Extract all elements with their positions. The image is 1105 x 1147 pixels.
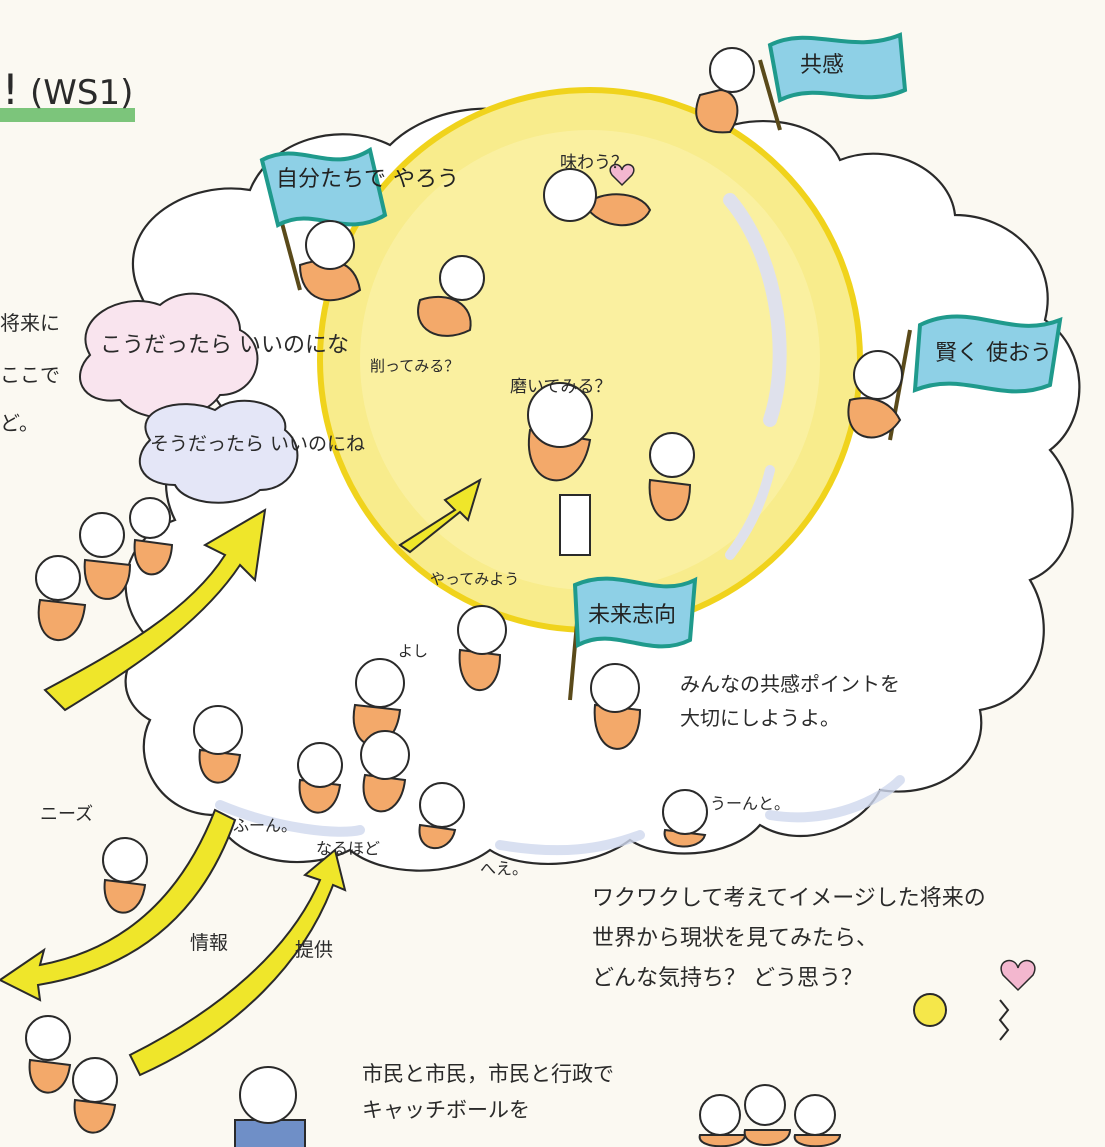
flag-1: 自分たちで やろう — [259, 146, 459, 291]
figure-helper — [648, 432, 695, 522]
figure-arrow-group-1 — [35, 555, 87, 642]
label-needs: ニーズ — [40, 804, 94, 825]
figures — [25, 47, 903, 1147]
figure-narrator — [234, 1066, 306, 1147]
figure-bottom-right-1 — [698, 1094, 747, 1147]
caption-bottom-1: 市民と市民，市民と行政で — [362, 1062, 614, 1086]
speech-migaitemiru: 磨いてみる？ — [510, 377, 612, 397]
speech-ajiwau: 味わう？ — [560, 153, 628, 173]
caption-future-2: 世界から現状を見てみたら、 — [592, 926, 879, 951]
speech-fuun: ふーん。 — [233, 816, 298, 835]
spring-icon — [998, 999, 1010, 1041]
figure-bottom-right-3 — [793, 1094, 842, 1147]
left-note-1: 将来に — [0, 311, 60, 335]
caption-empathy-2: 大切にしようよ。 — [680, 706, 840, 730]
figure-uuun — [662, 789, 708, 848]
heart-icon — [609, 163, 635, 187]
heart-icon-large — [1000, 959, 1036, 992]
caption-bottom-2: キャッチボールを — [362, 1098, 530, 1122]
thought-bubble-1: こうだったら いいのにな — [79, 292, 349, 420]
bubble-1-line1: こうだったら いいのにな — [100, 333, 349, 358]
speech-uuun: うーんと。 — [710, 794, 791, 813]
figure-migaku — [527, 382, 593, 482]
flag-1-text: 自分たちで やろう — [276, 167, 459, 192]
speech-naruhodo: なるほど — [316, 839, 381, 858]
ladder-icon — [559, 494, 591, 556]
header-code: (WS1) — [30, 73, 133, 113]
figure-hee — [418, 782, 465, 850]
figure-flag3 — [847, 350, 903, 439]
arrows — [0, 477, 482, 1077]
speech-kezuttemiru: 削ってみる？ — [370, 357, 460, 375]
figure-bottom-left-1 — [25, 1015, 72, 1094]
lightbulb-icon — [913, 993, 947, 1027]
figure-flag4 — [590, 663, 642, 750]
header-mark: ! (WS1) — [0, 65, 135, 122]
caption-future-3: どんな気持ち？ どう思う？ — [592, 966, 863, 991]
flag-4-text: 未来志向 — [588, 603, 676, 628]
header-exclaim: ! — [2, 65, 19, 114]
speech-yattemiyou: やってみよう — [430, 570, 520, 588]
caption-empathy-1: みんなの共感ポイントを — [680, 672, 900, 696]
figure-flag1 — [298, 220, 362, 302]
figure-bottom-right-2 — [743, 1084, 792, 1146]
flag-2-text: 共感 — [800, 53, 844, 78]
bubble-2-line1: そうだったら いいのにね — [150, 433, 365, 455]
speech-yoshi: よし — [398, 642, 429, 660]
label-teikyou: 提供 — [295, 939, 334, 961]
figure-kezuru — [417, 255, 485, 337]
figure-needs — [102, 837, 148, 914]
figure-group-2 — [360, 730, 410, 813]
figure-yattemiyou — [457, 605, 507, 692]
label-jouhou: 情報 — [190, 932, 229, 954]
left-note-3: ど。 — [0, 411, 39, 435]
figure-ajiwau — [543, 168, 652, 227]
flag-2: 共感 — [758, 32, 908, 131]
left-notes: 将来に ここで ど。 — [0, 311, 60, 435]
thought-bubble-2: そうだったら いいのにね — [138, 399, 365, 504]
caption-future-1: ワクワクして考えてイメージした将来の — [592, 886, 986, 911]
figure-bottom-left-2 — [72, 1057, 118, 1134]
speech-hee: へえ。 — [480, 859, 529, 878]
decorations — [559, 163, 1036, 1041]
left-note-2: ここで — [0, 363, 60, 387]
flag-3-text: 賢く 使おう — [935, 341, 1052, 366]
flag-4: 未来志向 — [568, 576, 698, 701]
figure-arrow-group-2 — [79, 512, 132, 600]
figure-group-1 — [297, 742, 343, 814]
figure-arrow-group-3 — [129, 497, 174, 576]
figure-fuun — [193, 705, 243, 784]
figure-flag2 — [695, 47, 755, 134]
